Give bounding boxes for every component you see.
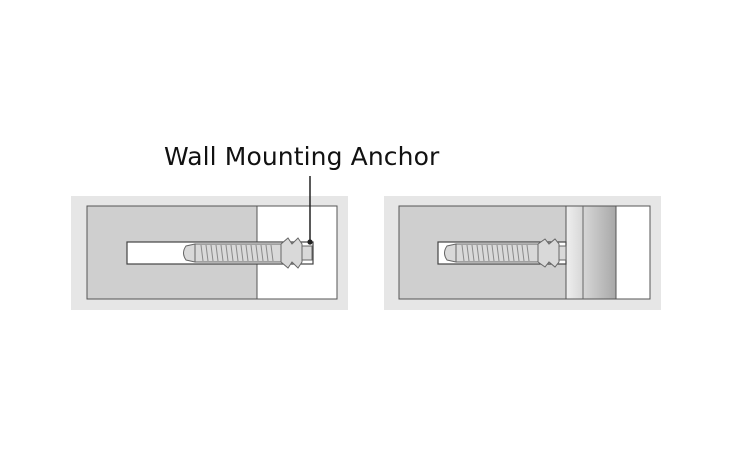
right-wall-anchor-icon xyxy=(444,238,567,268)
callout-label: Wall Mounting Anchor xyxy=(164,142,440,171)
left-wall-anchor-icon xyxy=(183,237,313,269)
right-open-area xyxy=(615,205,651,300)
callout-leader-dot xyxy=(307,239,313,245)
right-panel xyxy=(384,196,661,310)
right-mounting-plate xyxy=(565,205,617,300)
left-panel xyxy=(71,176,348,310)
